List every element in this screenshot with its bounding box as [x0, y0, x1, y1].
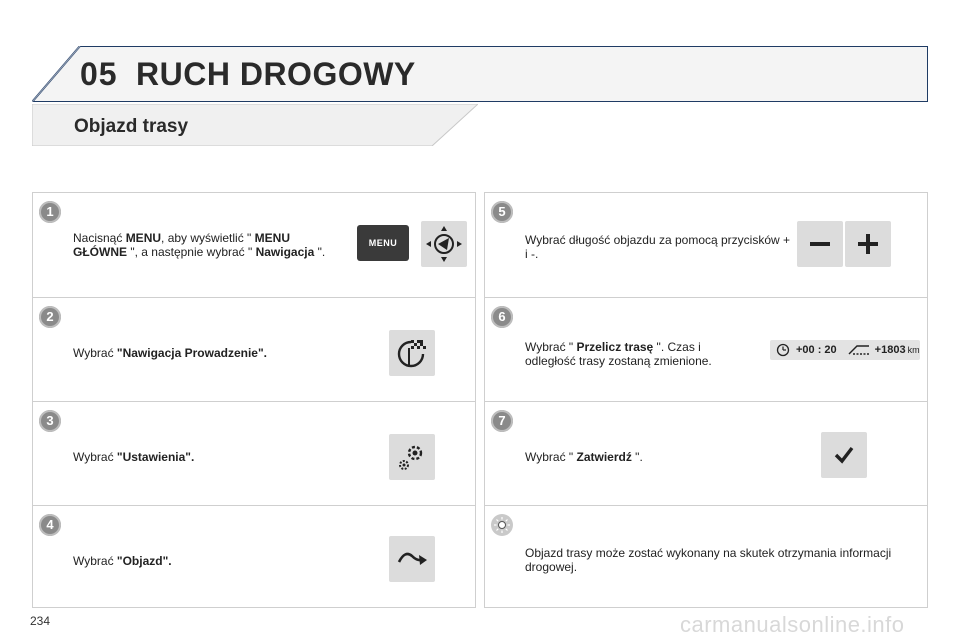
eta-distance-unit: km	[907, 345, 920, 355]
step-badge: 5	[491, 201, 513, 223]
step-text: Objazd trasy może zostać wykonany na sku…	[525, 546, 921, 574]
step-text-run: Wybrać "	[525, 340, 577, 354]
step-text-run: Wybrać	[73, 450, 117, 464]
clock-hand-icon	[776, 343, 790, 357]
step-2: 2 Wybrać "Nawigacja Prowadzenie".	[33, 297, 475, 401]
section-title: Objazd trasy	[74, 116, 189, 137]
step-5: 5 Wybrać długość objazdu za pomocą przyc…	[485, 193, 927, 297]
step-text: Wybrać "Objazd".	[73, 554, 353, 568]
eta-delta-display: +00 : 20 +1803 km	[770, 340, 920, 360]
step-text-run: Wybrać	[73, 554, 117, 568]
step-badge: 3	[39, 410, 61, 432]
plus-button[interactable]	[845, 221, 891, 267]
right-steps-panel: 5 Wybrać długość objazdu za pomocą przyc…	[484, 192, 928, 608]
step-text-run: Objazd trasy może zostać wykonany na sku…	[525, 546, 892, 574]
plus-icon	[858, 234, 878, 254]
step-text-bold: MENU	[125, 231, 162, 245]
watermark: carmanualsonline.info	[680, 612, 905, 637]
settings-button[interactable]	[389, 434, 435, 480]
minus-button[interactable]	[797, 221, 843, 267]
step-text-bold: "Objazd".	[116, 554, 172, 568]
section-header-frame	[32, 104, 478, 146]
tip-box: Objazd trasy może zostać wykonany na sku…	[485, 505, 927, 607]
step-text-bold: MENU GŁÓWNE	[73, 231, 290, 259]
left-steps-panel: 1 Nacisnąć MENU, aby wyświetlić " MENU G…	[32, 192, 476, 608]
step-3: 3 Wybrać "Ustawienia".	[33, 401, 475, 505]
minus-icon	[810, 242, 830, 246]
step-badge: 6	[491, 306, 513, 328]
step-text-run: Wybrać	[73, 346, 117, 360]
step-text: Nacisnąć MENU, aby wyświetlić " MENU GŁÓ…	[73, 231, 343, 259]
page-number: 234	[30, 614, 51, 628]
checkmark-icon	[834, 446, 854, 464]
step-text-run: ".	[314, 245, 326, 259]
confirm-button[interactable]	[821, 432, 867, 478]
step-text-bold: Nawigacja	[255, 245, 315, 259]
step-text: Wybrać "Nawigacja Prowadzenie".	[73, 346, 353, 360]
step-text-run: ". Czas i odległość trasy zostaną zmieni…	[525, 340, 712, 368]
step-text-run: Wybrać "	[525, 450, 577, 464]
step-text-run: ".	[631, 450, 643, 464]
step-text: Wybrać " Przelicz trasę ". Czas i odległ…	[525, 340, 725, 368]
step-badge: 7	[491, 410, 513, 432]
checkered-flag-icon	[397, 340, 426, 368]
road-distance-icon	[848, 345, 869, 355]
step-text: Wybrać " Zatwierdź ".	[525, 450, 785, 464]
step-text-bold: "Nawigacja Prowadzenie".	[116, 346, 267, 360]
navigation-guidance-button[interactable]	[389, 330, 435, 376]
nav-joystick-button[interactable]	[421, 221, 467, 267]
chapter-header-frame	[32, 46, 928, 102]
step-1: 1 Nacisnąć MENU, aby wyświetlić " MENU G…	[33, 193, 475, 297]
eta-time-delta: +00 : 20	[796, 344, 837, 356]
step-badge: 1	[39, 201, 61, 223]
step-badge: 4	[39, 514, 61, 536]
chapter-number: 05	[80, 56, 118, 92]
gears-icon	[399, 445, 423, 470]
step-text-run: , aby wyświetlić "	[161, 231, 255, 245]
lightbulb-icon	[491, 514, 513, 536]
chapter-title: RUCH DROGOWY	[136, 56, 416, 92]
detour-icon	[397, 552, 427, 565]
detour-button[interactable]	[389, 536, 435, 582]
step-text-bold: "Ustawienia".	[116, 450, 195, 464]
navigation-arrow-icon	[426, 226, 462, 262]
step-text-run: ", a następnie wybrać "	[127, 245, 256, 259]
step-text-bold: Przelicz trasę	[576, 340, 654, 354]
step-text-run: Wybrać długość objazdu za pomocą przycis…	[525, 233, 791, 261]
step-text-run: Nacisnąć	[73, 231, 126, 245]
step-7: 7 Wybrać " Zatwierdź ".	[485, 401, 927, 505]
step-text: Wybrać długość objazdu za pomocą przycis…	[525, 233, 793, 261]
step-4: 4 Wybrać "Objazd".	[33, 505, 475, 607]
step-text: Wybrać "Ustawienia".	[73, 450, 353, 464]
section-header: Objazd trasy	[32, 104, 478, 146]
chapter-header: 05 RUCH DROGOWY	[32, 46, 928, 102]
eta-distance-delta: +1803	[874, 344, 906, 356]
step-text-bold: Zatwierdź	[576, 450, 632, 464]
step-badge: 2	[39, 306, 61, 328]
menu-button[interactable]: MENU	[357, 225, 409, 261]
